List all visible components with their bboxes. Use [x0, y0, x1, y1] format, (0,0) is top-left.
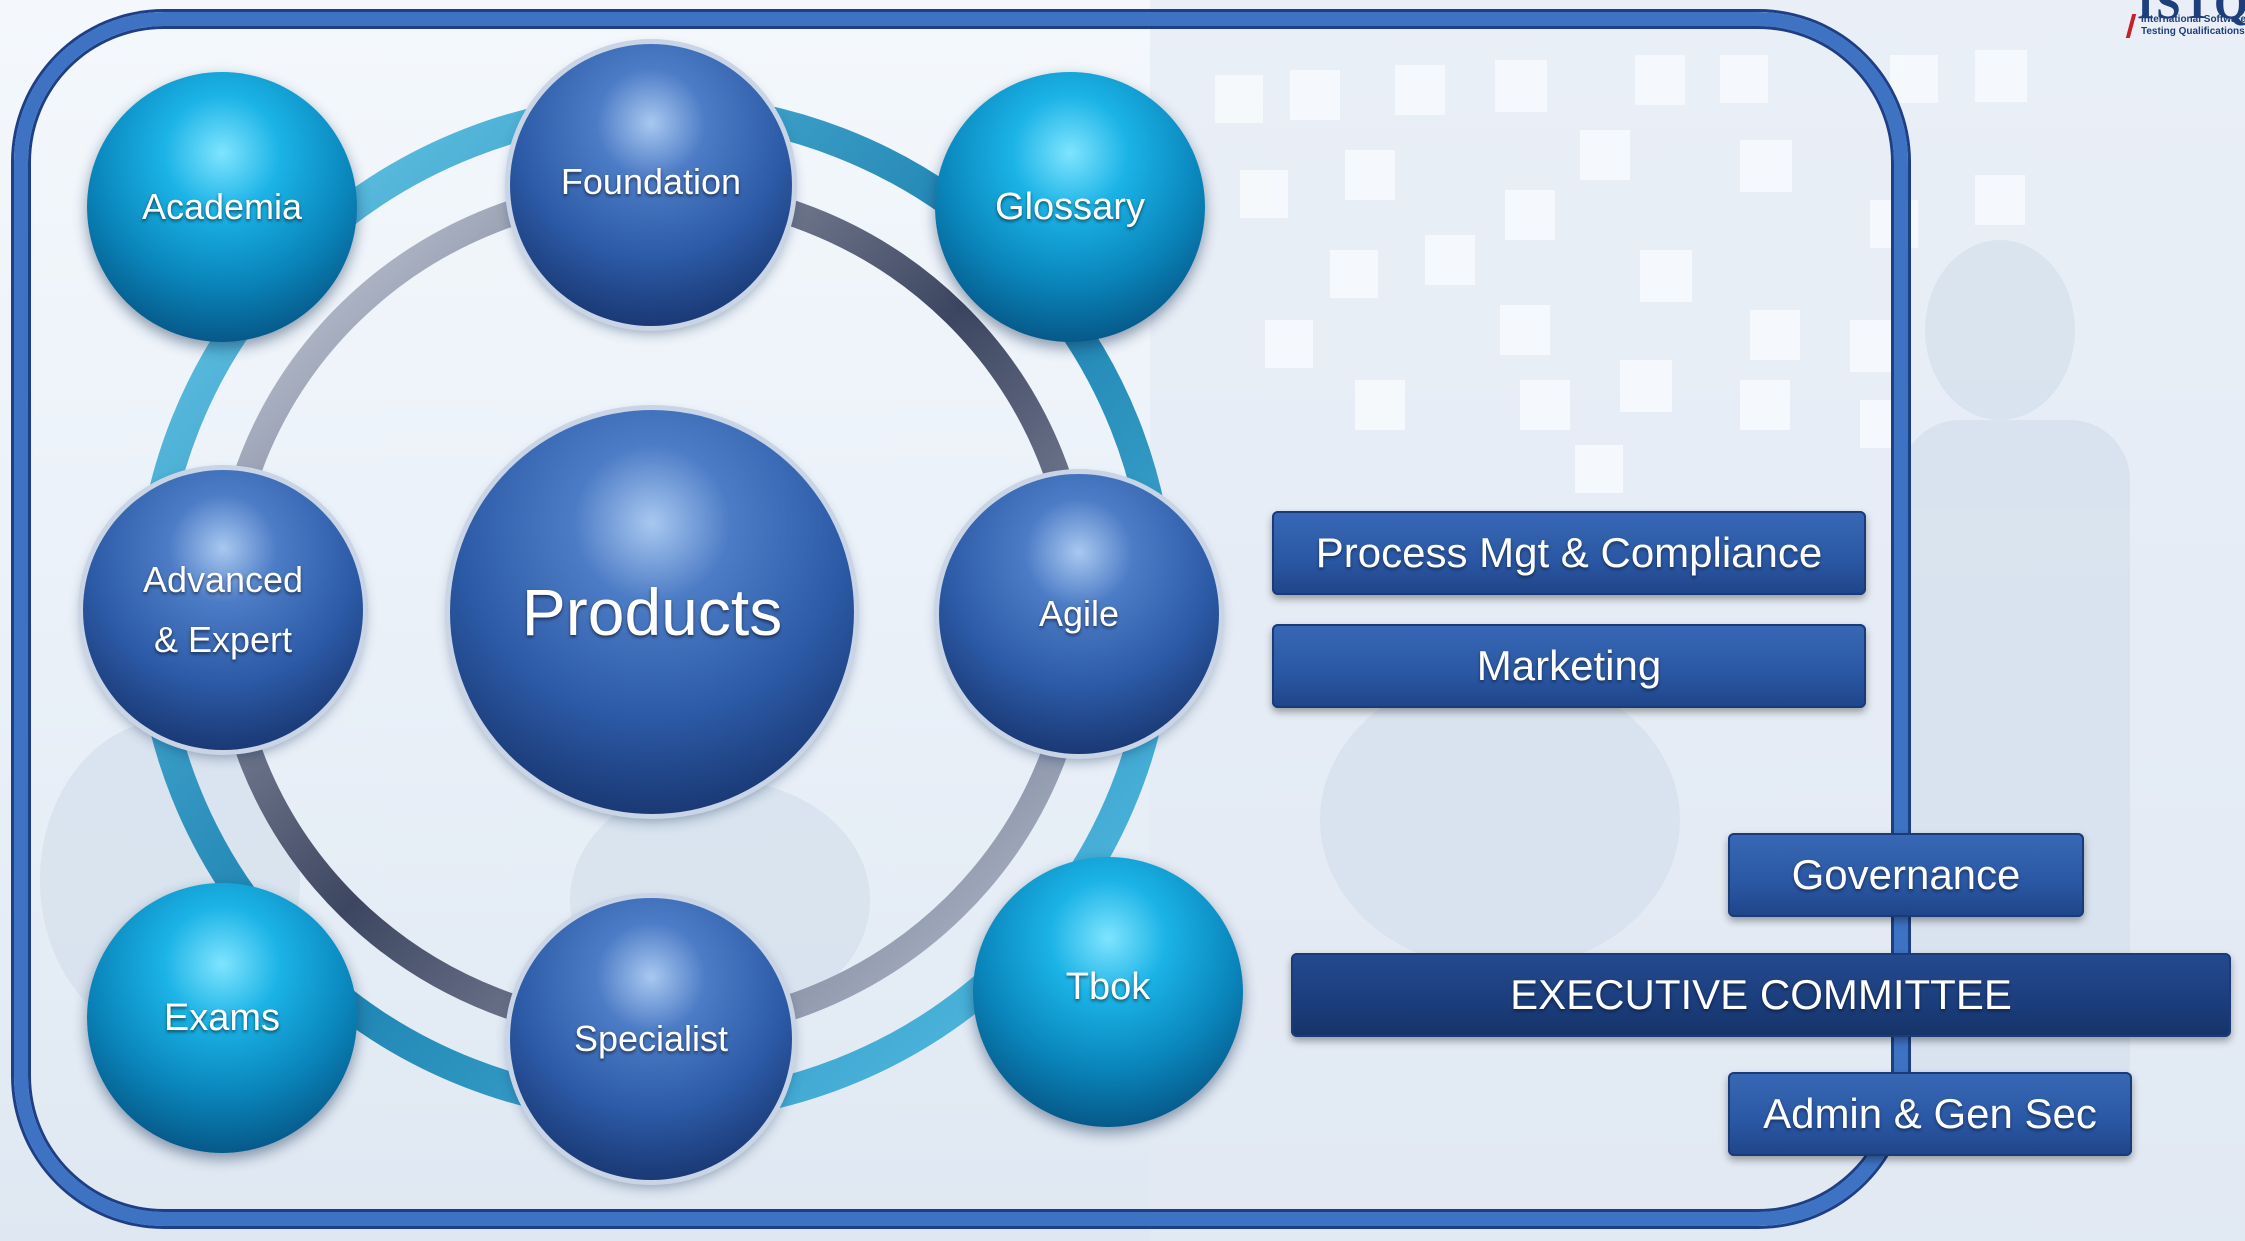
logo-line-1: International Software [2141, 14, 2245, 25]
glossary-sphere: Glossary [935, 72, 1205, 342]
foundation-sphere: Foundation [510, 44, 792, 326]
governance-box: Governance [1728, 833, 2084, 917]
logo-mark: ISTQB [2137, 0, 2245, 28]
diagram-frame [14, 12, 1908, 1226]
executive-committee-box: EXECUTIVE COMMITTEE [1291, 953, 2231, 1037]
exams-sphere: Exams [87, 883, 357, 1153]
agile-label: Agile [1038, 593, 1120, 634]
specialist-sphere: Specialist [510, 898, 792, 1180]
logo-accent [2125, 14, 2137, 38]
tbok-label: Tbok [1065, 966, 1151, 1008]
exams-label: Exams [163, 997, 281, 1039]
academia-label: Academia [141, 186, 303, 227]
advanced-expert-sphere: Advanced & Expert [83, 470, 363, 750]
agile-sphere: Agile [939, 474, 1219, 754]
logo-line-2: Testing Qualifications Board [2141, 26, 2245, 37]
advanced-expert-label: Advanced & Expert [142, 559, 304, 660]
tbok-sphere: Tbok [973, 857, 1243, 1127]
glossary-label: Glossary [995, 186, 1145, 228]
products-sphere: Products [450, 410, 854, 814]
istqb-logo: ISTQB International Software Testing Qua… [2125, 0, 2245, 42]
products-label: Products [521, 575, 783, 649]
process-mgt-compliance-box: Process Mgt & Compliance [1272, 511, 1866, 595]
marketing-box: Marketing [1272, 624, 1866, 708]
academia-sphere: Academia [87, 72, 357, 342]
foundation-label: Foundation [560, 161, 742, 202]
admin-gen-sec-box: Admin & Gen Sec [1728, 1072, 2132, 1156]
specialist-label: Specialist [573, 1018, 729, 1059]
